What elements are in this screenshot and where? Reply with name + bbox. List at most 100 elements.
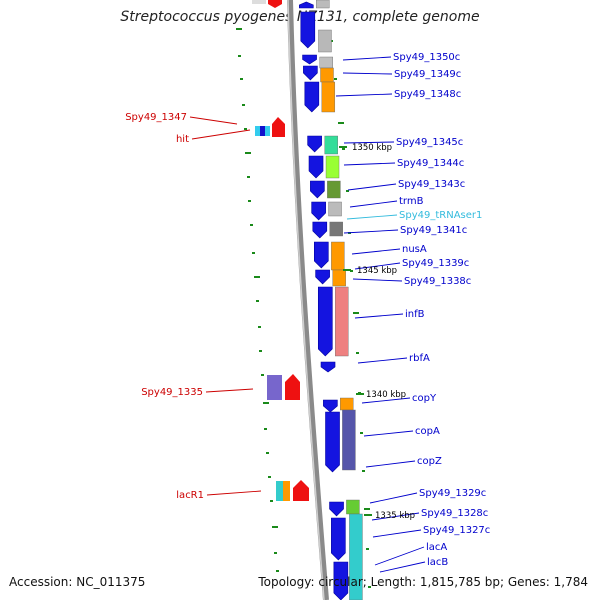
gene-label[interactable]: trmB bbox=[399, 196, 424, 207]
gene-label[interactable]: Spy49_1327c bbox=[423, 525, 490, 536]
forward-gene-block[interactable] bbox=[260, 126, 265, 136]
gene-label[interactable]: Spy49_1341c bbox=[400, 225, 467, 236]
tick-mark bbox=[252, 252, 255, 254]
tick-mark bbox=[276, 570, 279, 572]
forward-gene-arrow[interactable] bbox=[272, 117, 285, 130]
tick-mark bbox=[274, 552, 277, 554]
reverse-gene-arrow[interactable] bbox=[307, 135, 322, 153]
forward-gene-block[interactable] bbox=[283, 481, 290, 501]
kbp-label: 1345 kbp bbox=[357, 266, 397, 276]
cog-block[interactable] bbox=[332, 269, 346, 287]
gene-label[interactable]: lacR1 bbox=[176, 490, 204, 501]
reverse-gene-arrow[interactable] bbox=[315, 269, 330, 285]
reverse-gene-arrow[interactable] bbox=[310, 180, 325, 199]
label-leader-line bbox=[372, 529, 422, 538]
label-leader-line bbox=[343, 162, 396, 166]
gene-label[interactable]: Spy49_1329c bbox=[419, 488, 486, 499]
gene-label[interactable]: Spy49_1348c bbox=[394, 89, 461, 100]
cog-block[interactable] bbox=[316, 0, 330, 9]
forward-gene-block[interactable] bbox=[252, 0, 266, 4]
gene-label[interactable]: hit bbox=[176, 134, 189, 145]
cog-block[interactable] bbox=[342, 409, 356, 471]
gene-label[interactable]: infB bbox=[405, 309, 425, 320]
gene-label[interactable]: Spy49_1328c bbox=[421, 508, 488, 519]
forward-gene-block[interactable] bbox=[267, 375, 282, 400]
label-leader-line bbox=[365, 460, 416, 468]
kbp-tick bbox=[343, 269, 351, 271]
map-title: Streptococcus pyogenes NZ131, complete g… bbox=[120, 9, 480, 25]
cog-block[interactable] bbox=[346, 499, 360, 515]
label-leader-line bbox=[363, 430, 414, 437]
gene-label[interactable]: lacB bbox=[427, 557, 448, 568]
forward-gene-block[interactable] bbox=[276, 481, 283, 501]
gene-label[interactable]: Spy49_1349c bbox=[394, 69, 461, 80]
gene-label[interactable]: Spy49_1338c bbox=[404, 276, 471, 287]
reverse-gene-arrow[interactable] bbox=[333, 561, 349, 600]
gene-label[interactable]: Spy49_1335 bbox=[141, 387, 203, 398]
gene-label[interactable]: Spy49_1347 bbox=[125, 112, 187, 123]
cog-block[interactable] bbox=[340, 397, 354, 411]
cog-block[interactable] bbox=[335, 286, 349, 357]
reverse-gene-arrow[interactable] bbox=[314, 241, 329, 269]
tick-mark bbox=[342, 148, 345, 150]
reverse-gene-arrow[interactable] bbox=[299, 1, 314, 9]
gene-label[interactable]: Spy49_1345c bbox=[396, 137, 463, 148]
reverse-gene-arrow[interactable] bbox=[311, 201, 326, 221]
gene-label[interactable]: lacA bbox=[426, 542, 447, 553]
gene-label[interactable]: Spy49_1343c bbox=[398, 179, 465, 190]
label-leader-line bbox=[343, 141, 395, 144]
cog-block[interactable] bbox=[327, 180, 341, 199]
cog-block[interactable] bbox=[328, 201, 342, 217]
reverse-gene-arrow[interactable] bbox=[308, 155, 324, 179]
cog-block[interactable] bbox=[329, 221, 343, 237]
cog-block[interactable] bbox=[324, 135, 338, 155]
gene-label[interactable]: Spy49_1350c bbox=[393, 52, 460, 63]
cog-block[interactable] bbox=[320, 67, 334, 83]
label-leader-line bbox=[354, 313, 404, 319]
gene-label[interactable]: nusA bbox=[402, 244, 427, 255]
forward-gene-block[interactable] bbox=[272, 130, 285, 137]
gene-label[interactable]: copZ bbox=[417, 456, 442, 467]
reverse-gene-arrow[interactable] bbox=[303, 65, 318, 81]
forward-gene-block[interactable] bbox=[265, 126, 270, 136]
cog-block[interactable] bbox=[325, 155, 340, 179]
gene-label[interactable]: Spy49_tRNAser1 bbox=[399, 210, 482, 221]
gene-labels-right[interactable]: Spy49_1350cSpy49_1349cSpy49_1348cSpy49_1… bbox=[393, 52, 490, 568]
tick-mark bbox=[268, 476, 271, 478]
label-leader-line bbox=[335, 93, 393, 97]
label-leader-line bbox=[374, 546, 425, 566]
reverse-gene-arrow[interactable] bbox=[300, 11, 316, 49]
gene-label[interactable]: copY bbox=[412, 393, 437, 404]
forward-gene-arrow[interactable] bbox=[293, 480, 309, 501]
cog-block[interactable] bbox=[319, 56, 333, 69]
reverse-gene-arrow[interactable] bbox=[312, 221, 328, 239]
forward-gene-arrow[interactable] bbox=[285, 374, 300, 400]
gene-label[interactable]: Spy49_1339c bbox=[402, 258, 469, 269]
tick-mark bbox=[270, 500, 273, 502]
label-leader-line bbox=[361, 397, 411, 404]
forward-gene-block[interactable] bbox=[255, 126, 260, 136]
reverse-gene-arrow[interactable] bbox=[304, 81, 320, 113]
kbp-label: 1335 kbp bbox=[375, 511, 415, 521]
gene-label[interactable]: Spy49_1344c bbox=[397, 158, 464, 169]
gene-label[interactable]: copA bbox=[415, 426, 440, 437]
reverse-gene-arrow[interactable] bbox=[331, 517, 346, 561]
reverse-gene-arrow[interactable] bbox=[317, 286, 333, 357]
reverse-gene-arrow[interactable] bbox=[320, 361, 336, 373]
reverse-gene-arrow[interactable] bbox=[329, 501, 344, 517]
cog-block[interactable] bbox=[318, 29, 332, 53]
cog-block[interactable] bbox=[331, 241, 345, 271]
kbp-tick bbox=[339, 146, 347, 148]
tick-mark bbox=[256, 300, 259, 302]
label-leader-line bbox=[352, 278, 403, 282]
label-leader-line bbox=[191, 129, 251, 140]
reverse-gene-arrow[interactable] bbox=[302, 54, 317, 65]
reverse-gene-arrow[interactable] bbox=[325, 411, 340, 473]
forward-gene-arrow[interactable] bbox=[268, 0, 282, 8]
cog-block[interactable] bbox=[321, 81, 336, 113]
cog-block[interactable] bbox=[349, 513, 363, 600]
gene-label[interactable]: rbfA bbox=[409, 353, 430, 364]
reverse-gene-arrow[interactable] bbox=[323, 399, 338, 413]
